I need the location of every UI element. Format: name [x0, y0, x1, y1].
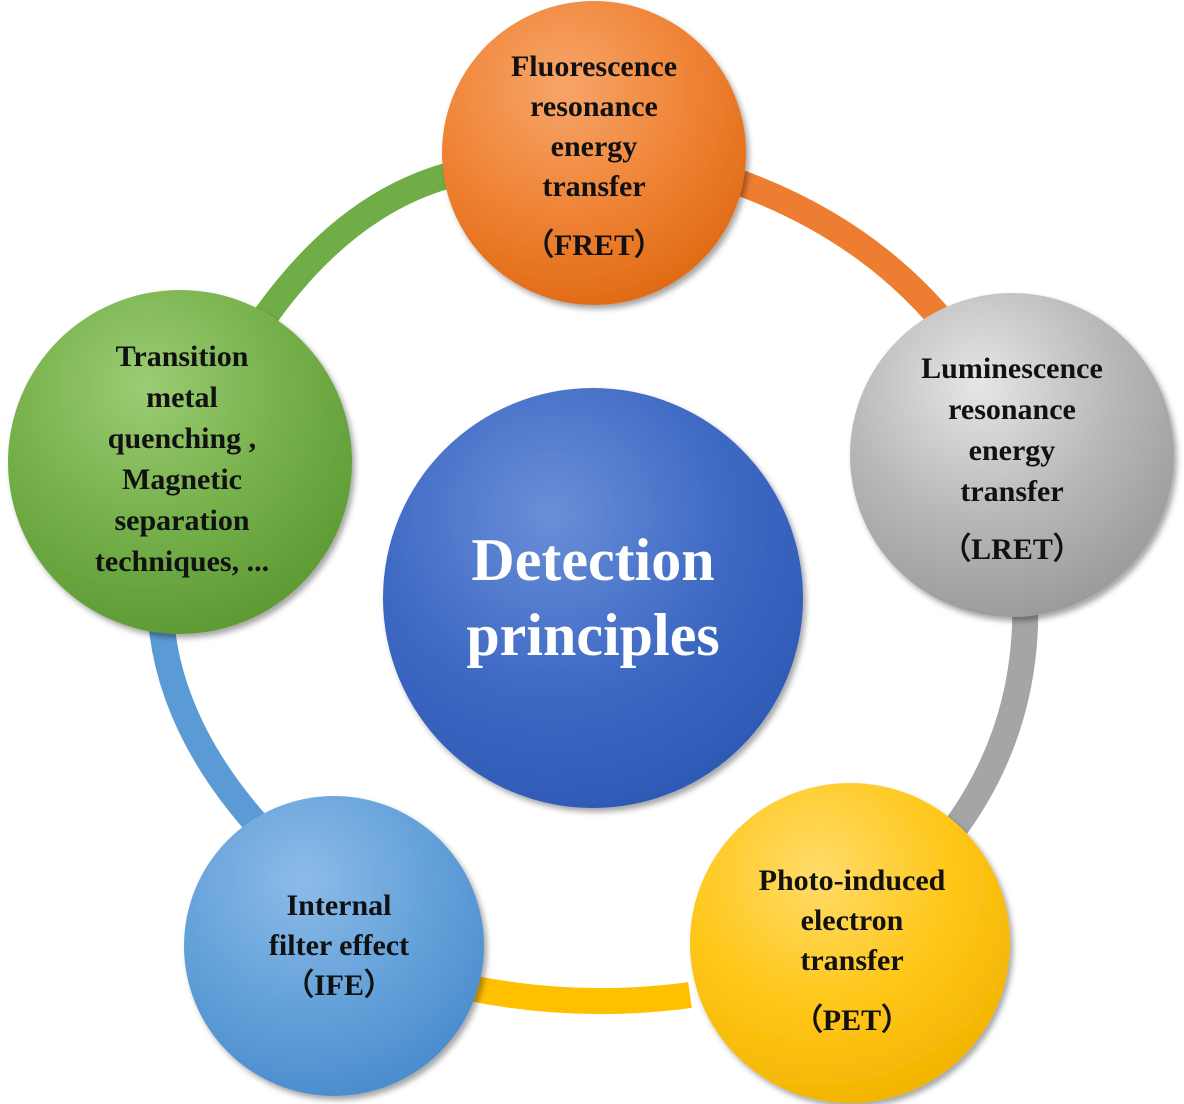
node-pet-line-4: （PET） [793, 1003, 911, 1037]
ring-arc-ife-to-transition [147, 599, 272, 839]
node-pet-circle [690, 783, 1010, 1103]
center-circle [383, 388, 803, 808]
center-line-1: Detection [471, 527, 714, 593]
node-lret-circle [850, 293, 1174, 617]
node-transition-metal-line-5: separation [115, 504, 250, 537]
node-fret: Fluorescence resonance energy transfer （… [442, 1, 746, 305]
center-line-2: principles [466, 602, 719, 668]
node-ife-circle [184, 796, 484, 1096]
ring-arc-pet-to-ife [467, 975, 692, 1015]
node-transition-metal-circle [8, 290, 352, 634]
node-pet-line-2: electron [801, 904, 904, 937]
ring-arc-lret-to-pet [939, 594, 1039, 843]
node-transition-metal-line-4: Magnetic [122, 463, 242, 496]
ring-arc-fret-to-lret [733, 169, 961, 339]
node-ife-line-3: （IFE） [284, 968, 394, 1002]
node-lret-line-1: Luminescence [921, 352, 1103, 385]
node-lret-line-4: transfer [960, 475, 1063, 508]
node-fret-line-4: transfer [542, 170, 645, 203]
node-fret-circle [442, 1, 746, 305]
node-ife-line-2: filter effect [269, 929, 409, 962]
node-transition-metal-line-6: techniques, ... [95, 545, 269, 578]
node-lret: Luminescence resonance energy transfer （… [850, 293, 1174, 617]
node-pet: Photo-induced electron transfer （PET） [690, 783, 1010, 1103]
node-lret-line-2: resonance [948, 393, 1076, 426]
node-transition-metal-line-2: metal [146, 381, 218, 414]
node-fret-line-2: resonance [530, 90, 658, 123]
connecting-ring [147, 162, 1039, 1015]
node-pet-line-3: transfer [800, 944, 903, 977]
node-fret-line-1: Fluorescence [511, 50, 677, 83]
node-fret-line-5: （FRET） [524, 228, 664, 262]
ring-arc-transition-to-fret [245, 162, 454, 338]
node-transition-metal-line-3: quenching , [108, 422, 256, 455]
node-ife-line-1: Internal [287, 889, 392, 922]
node-transition-metal-line-1: Transition [116, 340, 249, 373]
node-lret-line-3: energy [969, 434, 1056, 467]
node-lret-line-5: （LRET） [941, 532, 1083, 566]
node-ife: Internal filter effect （IFE） [184, 796, 484, 1096]
node-transition-metal: Transition metal quenching , Magnetic se… [8, 290, 352, 634]
node-pet-line-1: Photo-induced [759, 864, 946, 897]
center-node: Detection principles [383, 388, 803, 808]
node-fret-line-3: energy [551, 130, 638, 163]
